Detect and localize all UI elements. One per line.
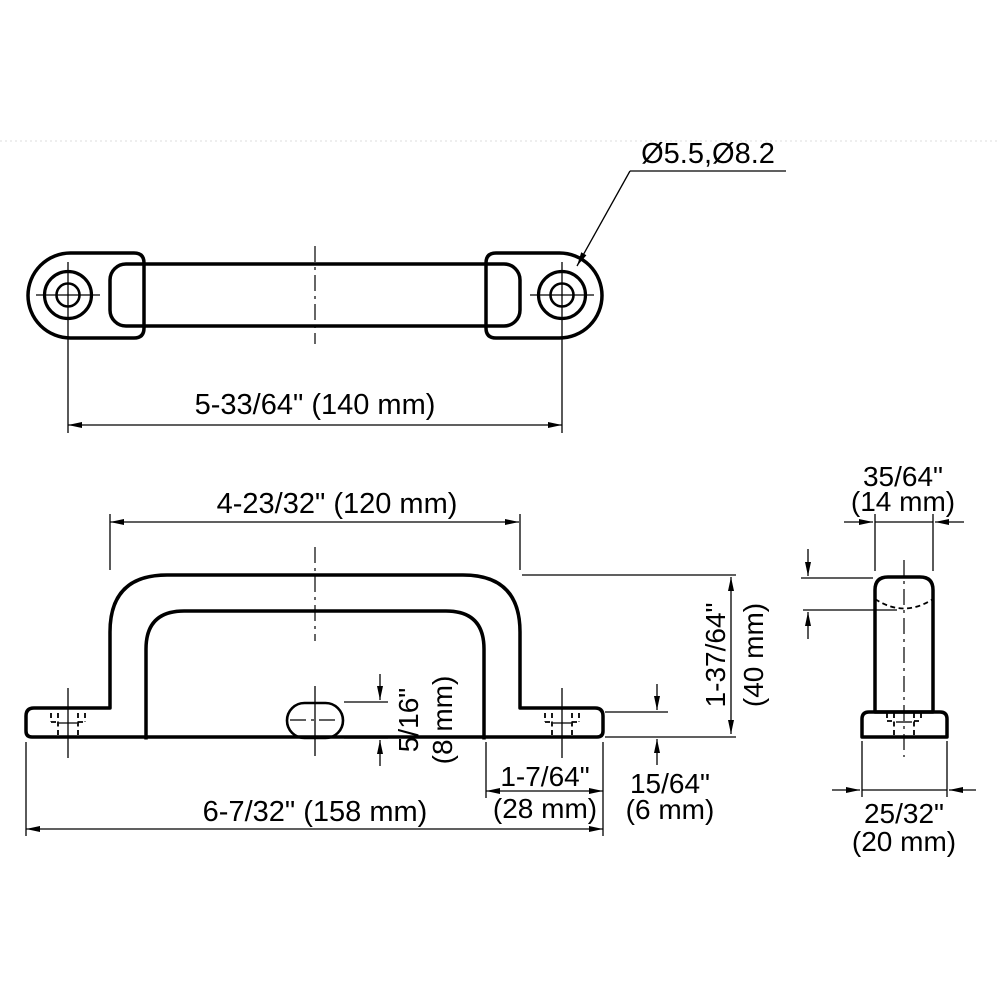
dimension-slot-height-8mm: 5/16" (8 mm) — [344, 674, 458, 766]
front-view: 4-23/32" (120 mm) 1-7/64" (28 mm) 6-7/32… — [24, 488, 769, 836]
dim-text-120mm: 4-23/32" (120 mm) — [217, 488, 458, 520]
dim-text-158mm: 6-7/32" (158 mm) — [203, 796, 428, 828]
side-view-base-hole-hidden — [886, 713, 922, 735]
dimension-grip-depth-14mm: 35/64" (14 mm) — [844, 461, 964, 571]
dimension-overall-height-40mm: 1-37/64" (40 mm) — [522, 574, 769, 738]
front-view-right-foot-hole-hidden — [544, 688, 580, 758]
dim-text-28mm-in: 1-7/64" — [500, 761, 589, 792]
top-view-right-cap — [484, 251, 604, 340]
dim-text-14mm-in: 35/64" — [863, 461, 943, 492]
top-view: 5-33/64" (140 mm) Ø5.5,Ø8.2 — [26, 138, 786, 433]
front-view-handle-body — [24, 573, 605, 739]
dim-text-20mm-mm: (20 mm) — [852, 826, 956, 857]
dimension-grip-wall-thickness — [801, 549, 897, 639]
side-view-grip-post — [873, 575, 935, 714]
front-view-oval-slot — [285, 686, 345, 756]
hole-diameter-callout: Ø5.5,Ø8.2 — [576, 138, 786, 267]
dim-text-140mm: 5-33/64" (140 mm) — [195, 389, 436, 421]
top-view-left-cap — [26, 251, 146, 340]
front-view-left-foot-hole-hidden — [50, 688, 86, 758]
top-view-right-hole — [530, 262, 594, 433]
dimension-grip-width-120mm: 4-23/32" (120 mm) — [109, 488, 521, 570]
top-view-left-hole — [36, 262, 100, 433]
side-view-hidden-bend-line — [874, 598, 934, 610]
dim-text-40mm-mm: (40 mm) — [738, 603, 769, 707]
dim-text-6mm-in: 15/64" — [630, 768, 710, 799]
dim-text-20mm-in: 25/32" — [864, 798, 944, 829]
dimension-base-thickness-6mm: 15/64" (6 mm) — [605, 684, 714, 825]
dim-text-8mm-mm: (8 mm) — [427, 676, 458, 765]
dimension-hole-spacing-140mm: 5-33/64" (140 mm) — [68, 389, 562, 428]
dim-text-40mm-in: 1-37/64" — [700, 603, 731, 708]
dimension-base-depth-20mm: 25/32" (20 mm) — [832, 741, 976, 857]
side-view: 35/64" (14 mm) 25/32" (20 mm) — [801, 461, 976, 857]
dimension-overall-width-158mm: 1-7/64" (28 mm) 6-7/32" (158 mm) — [25, 742, 604, 836]
dim-text-6mm-mm: (6 mm) — [626, 794, 715, 825]
dim-text-28mm-mm: (28 mm) — [493, 793, 597, 824]
dim-text-14mm-mm: (14 mm) — [851, 486, 955, 517]
dim-text-8mm-in: 5/16" — [393, 688, 424, 752]
callout-text-hole-dia: Ø5.5,Ø8.2 — [641, 138, 775, 170]
side-view-base-flange — [860, 710, 949, 739]
